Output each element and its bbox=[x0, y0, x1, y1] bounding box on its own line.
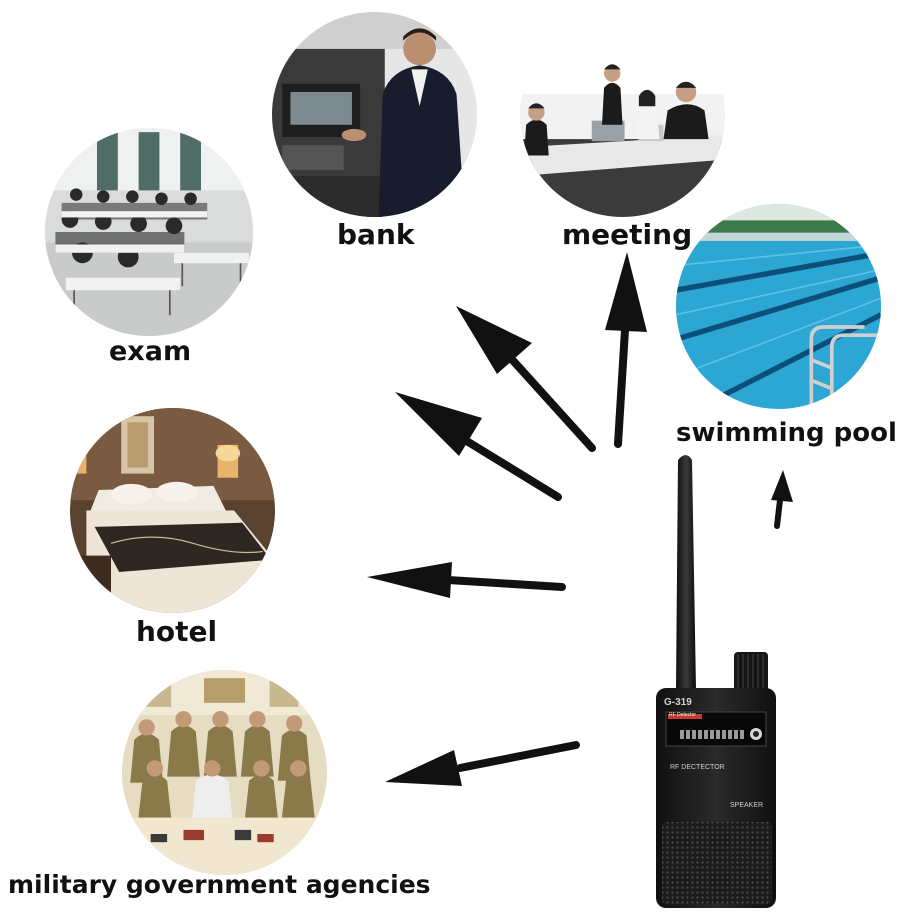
arrow-to-military bbox=[385, 741, 580, 786]
device-panel-title: RF Detector bbox=[669, 712, 696, 718]
meeting-label: meeting bbox=[562, 218, 693, 251]
device-speaker-label: SPEAKER bbox=[730, 802, 764, 809]
exam-label: exam bbox=[109, 336, 192, 367]
arrow-to-exam bbox=[395, 392, 562, 501]
arrow-to-bank bbox=[456, 306, 596, 452]
meeting-photo bbox=[520, 12, 725, 217]
bank-photo bbox=[272, 12, 477, 217]
device-model: G-319 bbox=[664, 697, 692, 708]
military-label: military government agencies bbox=[8, 870, 431, 899]
military-photo bbox=[122, 670, 327, 875]
exam-photo bbox=[45, 128, 253, 336]
bank-label: bank bbox=[337, 218, 415, 251]
arrow-to-meeting bbox=[605, 252, 647, 448]
swimming-pool-label: swimming pool bbox=[676, 418, 897, 448]
device-drawing bbox=[656, 455, 776, 908]
device-rf-label: RF DECTECTOR bbox=[670, 764, 725, 771]
hotel-label: hotel bbox=[136, 615, 218, 648]
arrow-to-hotel bbox=[367, 562, 566, 598]
swimming-pool-photo bbox=[676, 204, 881, 409]
rf-detector-device: G-319 RF Detector RF DECTECTOR SPEAKER bbox=[650, 450, 780, 910]
hotel-photo bbox=[70, 408, 275, 613]
